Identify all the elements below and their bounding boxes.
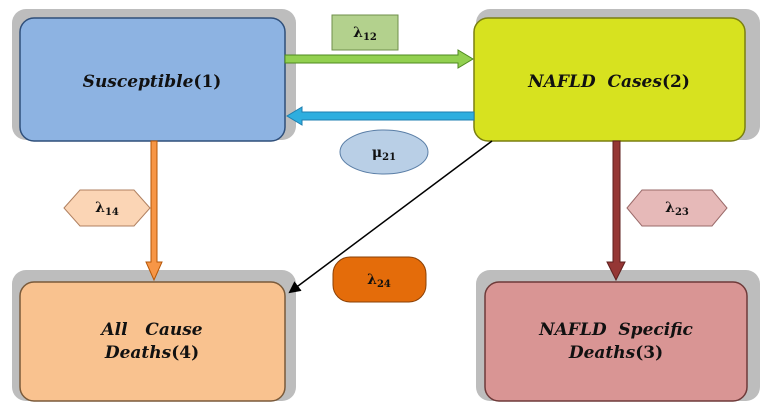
arrow-cases-to-allcause [288,140,493,294]
lambda24-box [332,256,427,303]
nafld-cases-label: NAFLD Cases(2) [527,72,690,92]
lambda14-hexagon [63,189,151,227]
all-cause-box [19,281,286,402]
nafld-specific-label-line1: NAFLD Specific [538,320,693,340]
susceptible-label: Susceptible(1) [83,72,222,92]
arrow-cases-to-susceptible [286,106,475,126]
lambda23-label: λ23 [665,200,689,218]
all-cause-label-line2: Deaths(4) [104,343,199,363]
mu21-ellipse [339,129,429,175]
arrow-susceptible-to-allcause [145,140,163,282]
lambda12-box [331,14,399,51]
nafld-cases-box [473,17,746,142]
arrow-cases-to-specific [606,140,626,282]
nafld-specific-label-line2: Deaths(3) [568,343,663,363]
nafld-specific-box [484,281,748,402]
lambda14-label: λ14 [95,200,119,218]
all-cause-label-line1: All Cause [99,320,202,340]
lambda12-label: λ12 [353,25,377,43]
mu21-label: μ21 [372,145,396,163]
lambda24-label: λ24 [367,272,391,290]
lambda23-hexagon [626,189,728,227]
arrow-susceptible-to-cases [284,49,474,69]
